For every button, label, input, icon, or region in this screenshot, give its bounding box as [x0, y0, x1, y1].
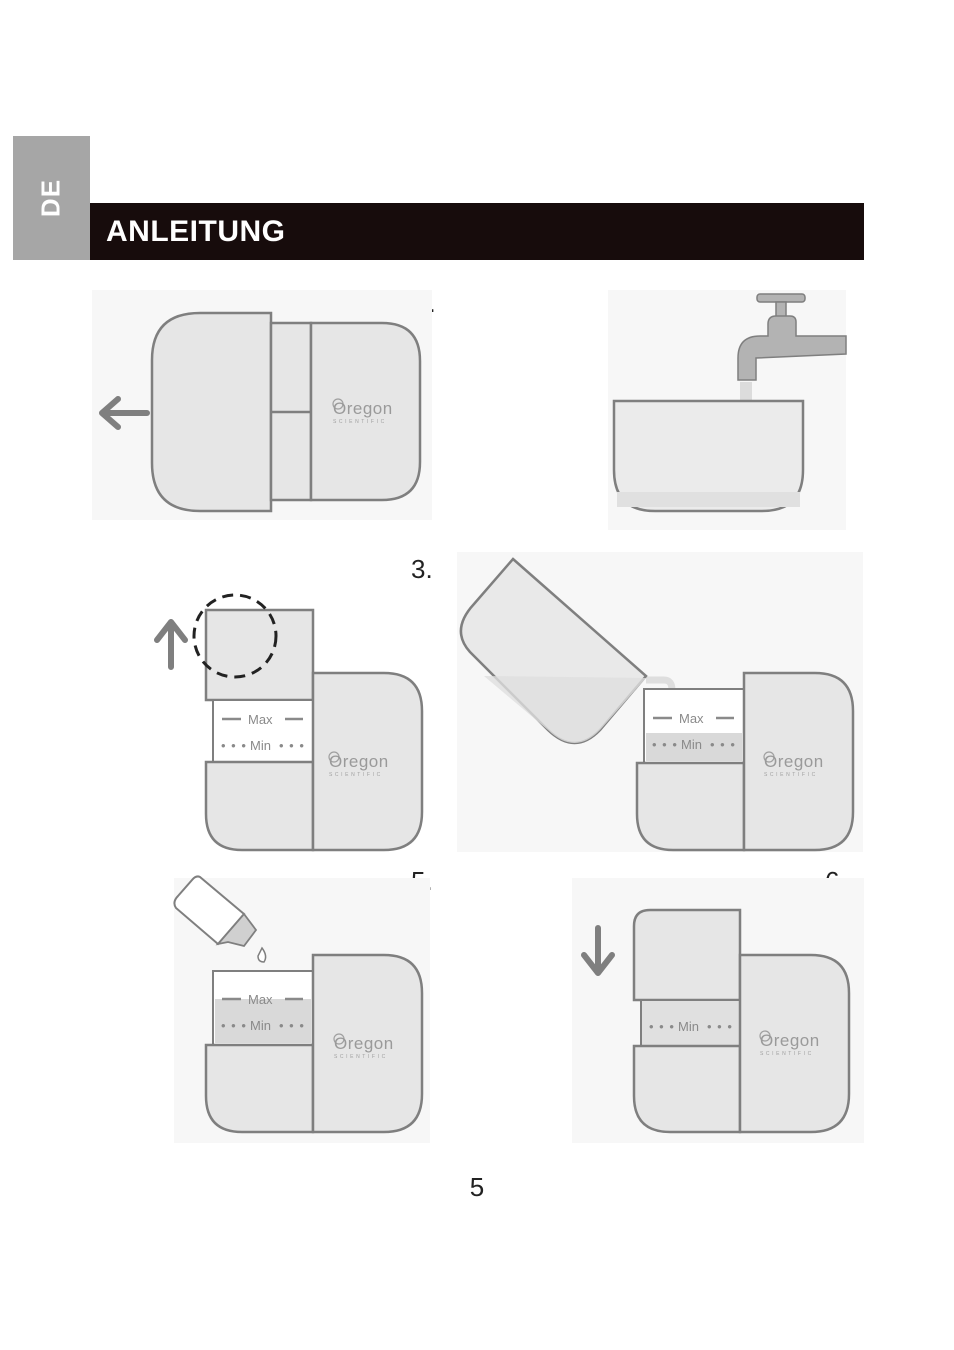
brand-name: Oregon: [764, 752, 824, 771]
step-1-illustration: Oregon SCIENTIFIC: [99, 311, 422, 513]
svg-text:• • •: • • •: [707, 1019, 733, 1034]
max-label: Max: [248, 712, 273, 727]
tank-filling: [612, 399, 805, 513]
tank-cap: [632, 908, 742, 1002]
water-window: [640, 999, 741, 1047]
brand-logo-icon: [763, 751, 775, 763]
section-title: ANLEITUNG: [106, 214, 286, 248]
tank-cap: [204, 608, 315, 702]
device-body: [309, 321, 422, 502]
faucet-icon: [737, 315, 847, 381]
step-3-illustration: Max • • • Min • • • Oregon SCIENTIFIC: [154, 593, 424, 852]
arrow-left-icon: [99, 396, 150, 430]
min-label: Min: [678, 1019, 699, 1034]
language-tab: DE: [13, 136, 90, 260]
brand-name: Oregon: [329, 752, 389, 771]
min-label: Min: [250, 1018, 271, 1033]
brand-sub: SCIENTIFIC: [334, 1054, 388, 1060]
tank-base: [635, 761, 746, 852]
brand-sub: SCIENTIFIC: [329, 772, 383, 778]
step-6-illustration: • • • Min • • • Oregon SCIENTIFIC: [581, 908, 851, 1134]
brand-name: Oregon: [333, 399, 393, 418]
bottle-cap: [215, 912, 258, 948]
brand-name: Oregon: [334, 1034, 394, 1053]
dashed-highlight-circle: [192, 593, 278, 679]
svg-text:• • •: • • •: [652, 737, 678, 752]
brand-sub: SCIENTIFIC: [333, 419, 387, 425]
min-label: Min: [681, 737, 702, 752]
tank-base: [204, 1043, 315, 1134]
brand-logo-icon: [328, 751, 340, 763]
water-window: [212, 699, 314, 763]
tank-base: [204, 760, 315, 852]
tap-handle: [756, 293, 806, 303]
device-body: [311, 671, 424, 852]
arrow-down-icon: [581, 925, 615, 976]
max-label: Max: [248, 992, 273, 1007]
page-number: 5: [469, 1172, 485, 1202]
oil-bottle: [173, 875, 246, 946]
device-body: [311, 953, 424, 1134]
svg-text:• • •: • • •: [221, 1018, 247, 1033]
oil-drop-icon: [257, 946, 267, 963]
brand-name: Oregon: [760, 1031, 820, 1050]
svg-text:• • •: • • •: [221, 738, 247, 753]
device-body: [742, 671, 855, 852]
min-label: Min: [250, 738, 271, 753]
svg-text:• • •: • • •: [279, 1018, 305, 1033]
water-tank: [150, 311, 273, 513]
tank-base: [632, 1044, 742, 1134]
section-header: ANLEITUNG: [90, 203, 864, 260]
step-4-illustration: Max • • • Min • • • Oregon SCIENTIFIC: [459, 557, 855, 852]
brand-logo-icon: [333, 1033, 345, 1045]
svg-text:• • •: • • •: [710, 737, 736, 752]
step-5-illustration: Max • • • Min • • • Oregon SCIENTIFIC: [173, 875, 424, 1134]
step-3-number: 3.: [411, 554, 433, 584]
brand-sub: SCIENTIFIC: [764, 772, 818, 778]
max-label: Max: [679, 711, 704, 726]
arrow-up-icon: [154, 619, 188, 670]
brand-logo-icon: [759, 1030, 771, 1042]
svg-text:• • •: • • •: [649, 1019, 675, 1034]
brand-sub: SCIENTIFIC: [760, 1051, 814, 1057]
brand-logo-icon: [332, 398, 344, 410]
device-body: [738, 953, 851, 1134]
svg-text:• • •: • • •: [279, 738, 305, 753]
step-2-illustration: [612, 293, 847, 513]
